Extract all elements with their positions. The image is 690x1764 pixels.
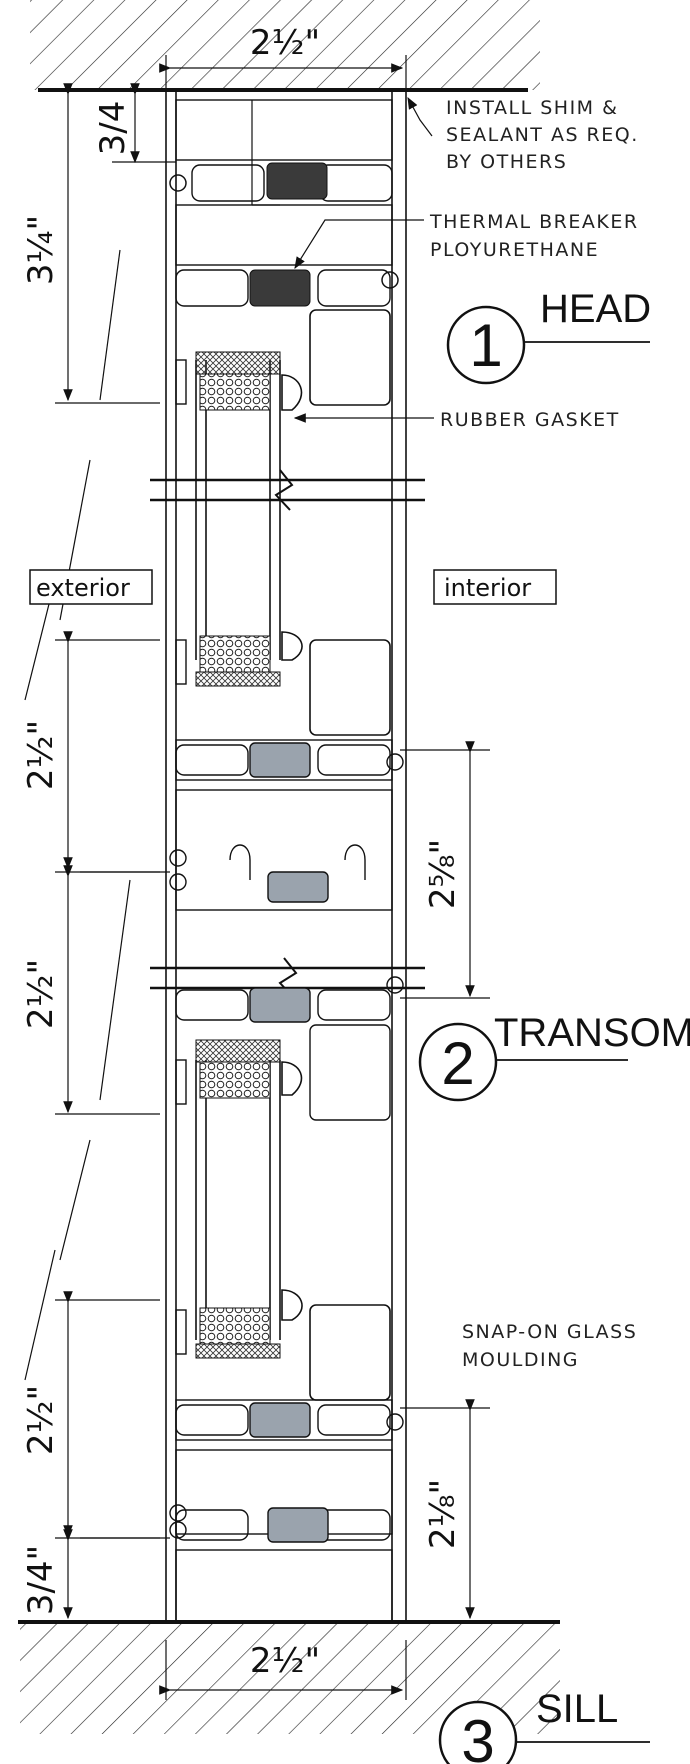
thermal-note-line-1: THERMAL BREAKER <box>429 211 639 233</box>
dim-head-small: 3/4 <box>93 101 133 156</box>
dim-head-tall: 3¼" <box>21 215 61 285</box>
svg-text:3: 3 <box>461 1708 494 1764</box>
interior-tag: interior <box>444 574 531 602</box>
section-marker-head: 1 HEAD <box>446 287 651 385</box>
shim-note-line-2: SEALANT AS REQ. <box>446 124 639 146</box>
frame-outline <box>150 90 425 1622</box>
transom-glazing-upper <box>175 631 391 736</box>
interior-tag-box <box>433 569 557 605</box>
dim-transom-upper: 2½" <box>21 720 61 790</box>
section-label-head: HEAD <box>540 287 651 331</box>
section-label-transom: TRANSOM <box>494 1011 690 1055</box>
dim-sill-small: 3/4" <box>21 1545 61 1615</box>
dim-transom-interior: 2⅝" <box>423 839 463 909</box>
svg-text:2: 2 <box>441 1030 474 1097</box>
sill-glazing <box>175 1289 391 1401</box>
transom-extrusion <box>169 739 404 1121</box>
dim-sill-interior: 2⅛" <box>423 1479 463 1549</box>
dimension-lines <box>24 55 490 1700</box>
section-marker-transom: 2 TRANSOM <box>418 1011 690 1102</box>
head-extrusion-lower <box>175 204 399 406</box>
dim-sill-width: 2½" <box>250 1641 320 1681</box>
dim-transom-lower: 2½" <box>21 959 61 1029</box>
shim-note-line-1: INSTALL SHIM & <box>446 97 618 119</box>
moulding-note-line-2: MOULDING <box>462 1349 579 1371</box>
note-leaders <box>39 96 650 1743</box>
moulding-note-line-1: SNAP-ON GLASS <box>462 1321 637 1343</box>
section-label-sill: SILL <box>536 1687 618 1731</box>
shim-note-line-3: BY OTHERS <box>446 151 567 173</box>
gasket-note: RUBBER GASKET <box>440 409 620 431</box>
exterior-tag-box <box>29 569 153 605</box>
ceiling-hatch <box>30 0 540 92</box>
dim-head-width: 2½" <box>250 23 320 63</box>
head-glazing-unit <box>175 351 303 411</box>
dim-sill-upper: 2½" <box>21 1385 61 1455</box>
transom-glazing-lower <box>175 1039 303 1105</box>
thermal-note-line-2: PLOYURETHANE <box>430 239 599 261</box>
exterior-tag: exterior <box>36 574 130 602</box>
section-marker-sill: 3 SILL <box>438 1687 618 1764</box>
head-extrusion-upper <box>169 99 393 202</box>
sill-extrusion <box>169 1399 404 1623</box>
svg-text:1: 1 <box>469 312 502 379</box>
